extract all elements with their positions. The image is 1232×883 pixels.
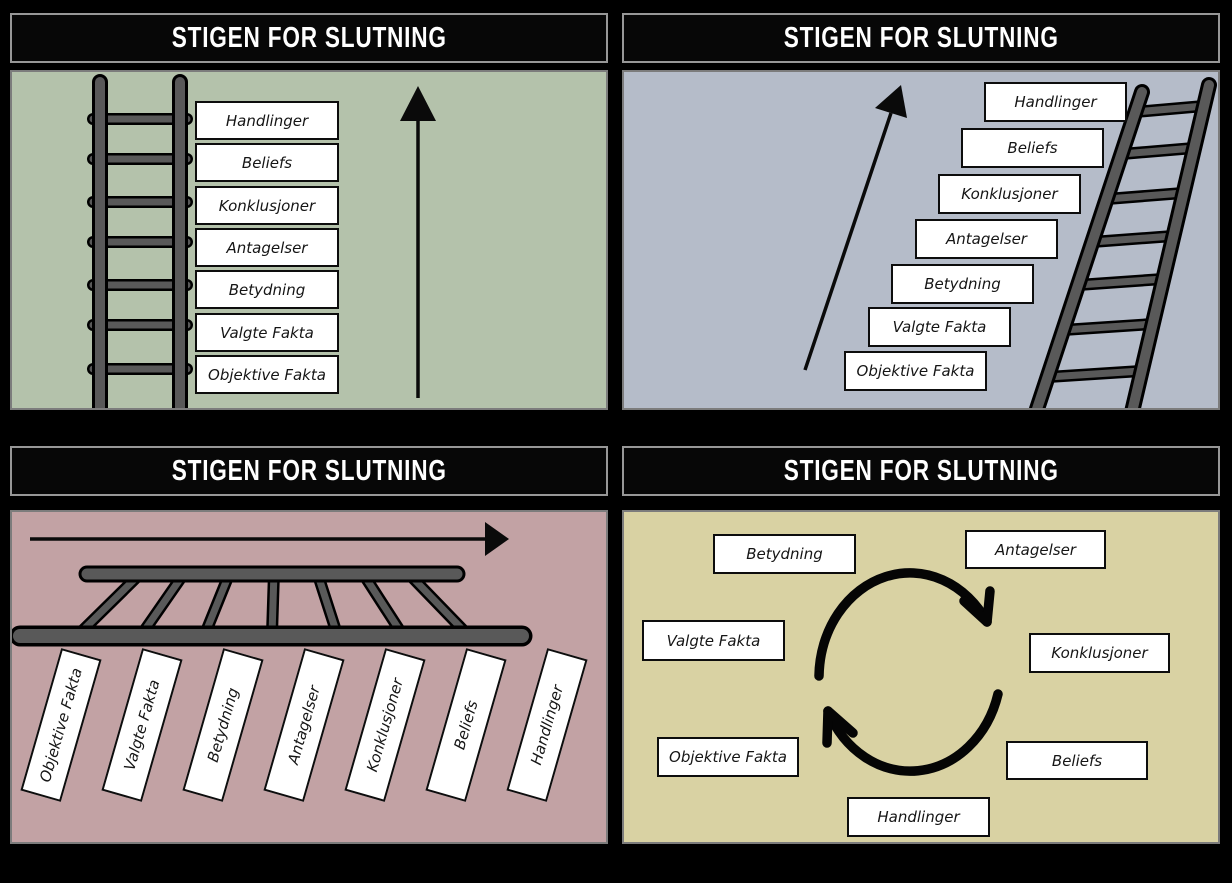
cycle-arrows-graphic: [814, 568, 1003, 776]
panel1-title: STIGEN FOR SLUTNING: [171, 21, 447, 54]
diagonal-up-arrow: [803, 85, 907, 371]
ladder-step-label: Beliefs: [961, 128, 1104, 168]
ladder-step-label: Antagelser: [195, 228, 339, 267]
cycle-step-label: Betydning: [713, 534, 856, 574]
cycle-step-label: Objektive Fakta: [657, 737, 799, 777]
panel2-content: Handlinger Beliefs Konklusjoner Antagels…: [622, 70, 1220, 410]
ladder-step-label: Betydning: [195, 270, 339, 309]
ladder-step-label: Valgte Fakta: [195, 313, 339, 352]
cycle-step-label: Valgte Fakta: [642, 620, 785, 661]
panel2-title-bar: STIGEN FOR SLUTNING: [622, 13, 1220, 63]
panel4-title: STIGEN FOR SLUTNING: [783, 454, 1059, 487]
right-arrow: [30, 522, 509, 556]
ladder-step-label: Konklusjoner: [938, 174, 1081, 214]
panel3-title: STIGEN FOR SLUTNING: [171, 454, 447, 487]
panel4-content: Betydning Antagelser Valgte Fakta Konklu…: [622, 510, 1220, 844]
vertical-ladder-and-up-arrow-graphic: [87, 74, 436, 408]
ladder-step-label: Valgte Fakta: [868, 307, 1011, 347]
ladder-step-label: Handlinger: [984, 82, 1127, 122]
ladder-step-label: Objektive Fakta: [195, 355, 339, 394]
cycle-step-label: Beliefs: [1006, 741, 1148, 780]
horizontal-ladder-and-right-arrow-graphic: [12, 522, 533, 647]
ladder-step-label: Konklusjoner: [195, 186, 339, 225]
leaning-ladder-and-diagonal-arrow-graphic: [803, 77, 1217, 408]
panel2-title: STIGEN FOR SLUTNING: [783, 21, 1059, 54]
panel1-content: Handlinger Beliefs Konklusjoner Antagels…: [10, 70, 608, 410]
cycle-step-label: Handlinger: [847, 797, 990, 837]
panel3-content: Objektive Fakta Valgte Fakta Betydning A…: [10, 510, 608, 844]
panel3-title-bar: STIGEN FOR SLUTNING: [10, 446, 608, 496]
cycle-step-label: Antagelser: [965, 530, 1106, 569]
up-arrow: [400, 86, 436, 398]
panel1-title-bar: STIGEN FOR SLUTNING: [10, 13, 608, 63]
ladder-step-label: Handlinger: [195, 101, 339, 140]
cycle-step-label: Konklusjoner: [1029, 633, 1170, 673]
ladder-step-label: Betydning: [891, 264, 1034, 304]
ladder-step-label: Beliefs: [195, 143, 339, 182]
panel4-title-bar: STIGEN FOR SLUTNING: [622, 446, 1220, 496]
ladder-step-label: Objektive Fakta: [844, 351, 987, 391]
ladder-step-label: Antagelser: [915, 219, 1058, 259]
